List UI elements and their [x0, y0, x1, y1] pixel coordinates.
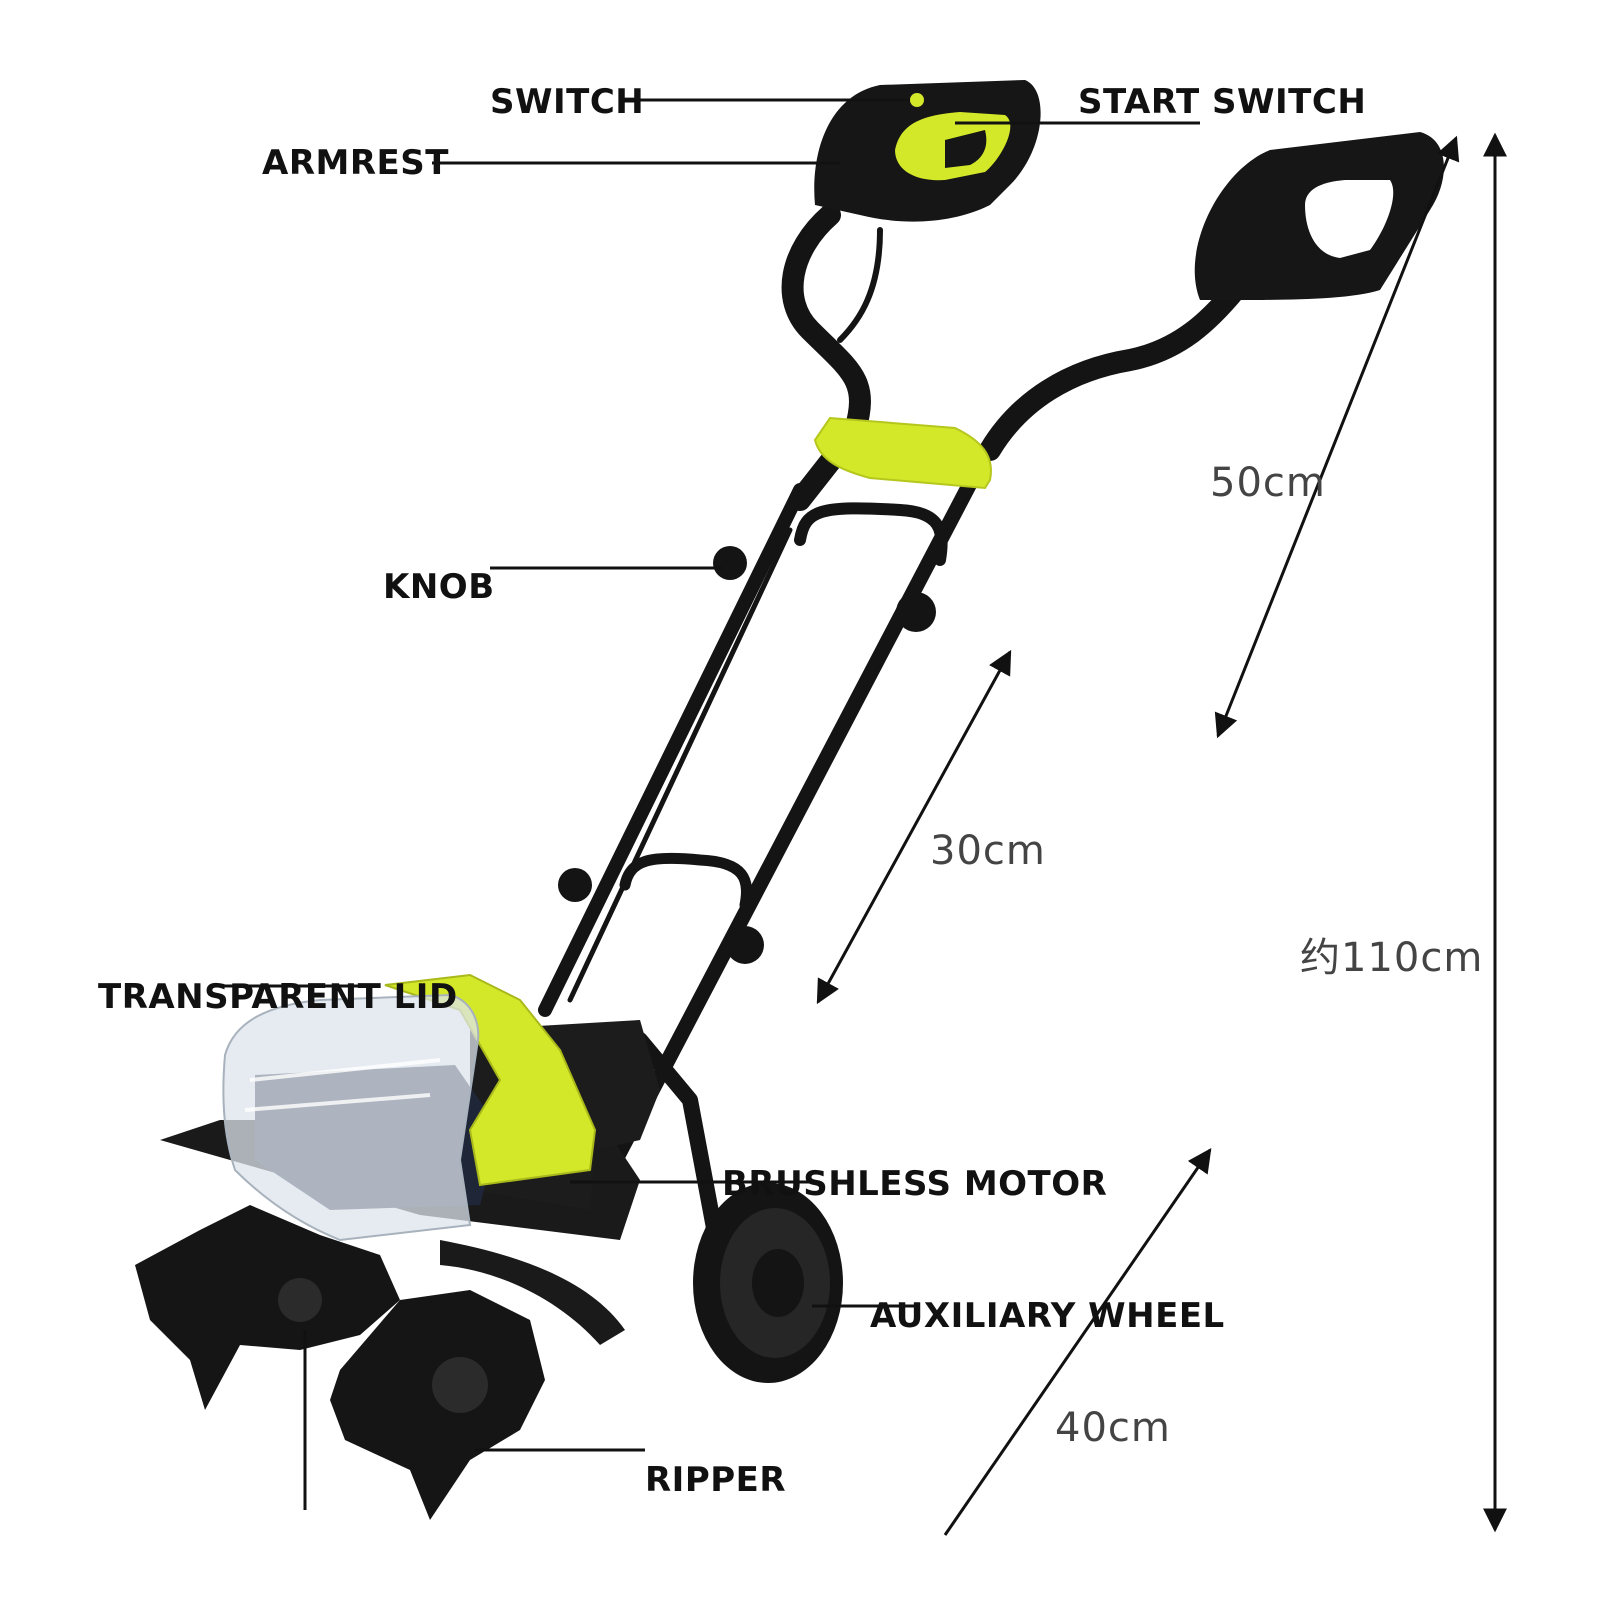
label-armrest: ARMREST	[262, 143, 449, 183]
battery-cover	[384, 973, 597, 1187]
transparent-lid	[222, 993, 480, 1242]
frame-tubes	[538, 204, 1246, 1268]
knob-icons	[558, 546, 936, 964]
dimension-30cm: 30cm	[930, 828, 1046, 874]
dimension-40cm: 40cm	[1055, 1405, 1171, 1451]
label-ripper: RIPPER	[645, 1460, 787, 1500]
dimension-50cm: 50cm	[1210, 460, 1326, 506]
right-grip	[1194, 132, 1444, 300]
label-brushless-motor: BRUSHLESS MOTOR	[722, 1164, 1108, 1204]
left-grip	[814, 80, 1041, 222]
leader-lines	[215, 98, 1200, 1510]
arrow-30cm	[816, 649, 1012, 1005]
dimension-arrows	[816, 132, 1507, 1536]
label-knob: KNOB	[383, 567, 495, 607]
arrow-50cm	[1214, 135, 1460, 739]
battery-holder-bracket	[813, 416, 992, 490]
dimension-110cm: 约110cm	[1300, 935, 1484, 981]
arrow-40cm	[943, 1148, 1212, 1536]
ripper-tines	[135, 1205, 545, 1520]
label-transparent-lid: TRANSPARENT LID	[98, 977, 458, 1017]
label-auxiliary-wheel: AUXILIARY WHEEL	[870, 1296, 1225, 1336]
auxiliary-wheel	[693, 1183, 843, 1383]
label-switch: SWITCH	[490, 82, 645, 122]
label-start-switch: START SWITCH	[1078, 82, 1367, 122]
